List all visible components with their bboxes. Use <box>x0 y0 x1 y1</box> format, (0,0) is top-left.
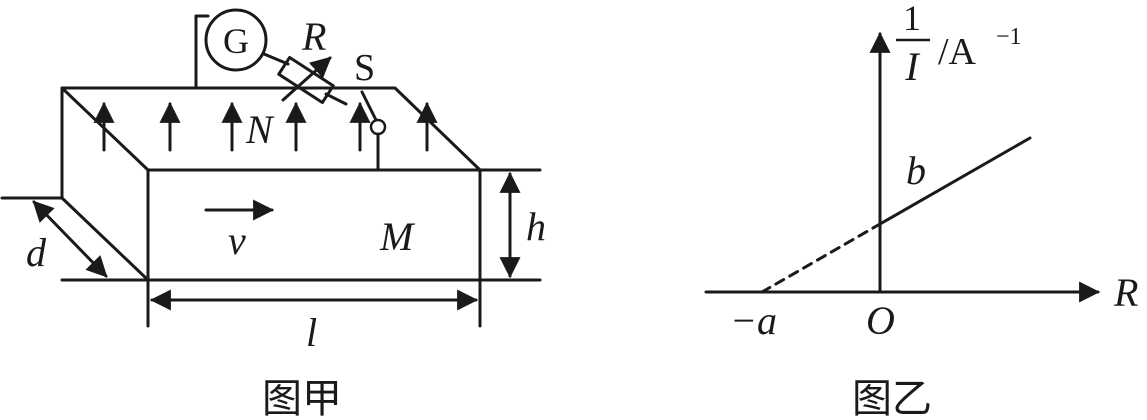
dimension-h-label: h <box>526 204 546 249</box>
y-axis-label-numerator: 1 <box>903 0 921 38</box>
switch-label: S <box>354 47 375 89</box>
caption-left: 图甲 <box>262 376 342 420</box>
figure-left: G R S N v M d h l 图甲 <box>0 8 546 420</box>
bottom-face-label: M <box>379 214 416 259</box>
dimension-d-label: d <box>26 230 47 275</box>
variable-resistor-arrow <box>281 56 332 102</box>
channel-lines <box>0 168 542 282</box>
resistor-label: R <box>301 14 326 59</box>
graph-line-label: b <box>906 148 926 193</box>
graph-line-dashed-extension <box>760 222 882 294</box>
magnetic-field-arrows <box>93 101 438 152</box>
galvanometer-label: G <box>223 21 249 61</box>
dimension-l-label: l <box>306 310 317 355</box>
y-axis-label-denominator: I <box>904 44 920 89</box>
velocity-label: v <box>228 218 246 263</box>
box-bottom-diagonal <box>60 196 150 282</box>
y-axis-label-unit: /A <box>938 31 977 73</box>
switch-blade <box>360 90 378 122</box>
wire-to-galvanometer <box>194 14 210 90</box>
switch-contact <box>369 118 387 136</box>
x-axis-label: R <box>1113 270 1138 315</box>
wire-resistor-to-switch <box>324 92 348 106</box>
wire-g-to-resistor <box>262 52 290 66</box>
intercept-label: −a <box>730 298 777 343</box>
box-top-face <box>60 86 482 172</box>
origin-label: O <box>866 298 895 343</box>
figure-right: 1 I /A −1 b R O −a 图乙 <box>704 0 1138 420</box>
dimension-d-arrow <box>32 200 108 278</box>
galvanometer <box>204 8 268 72</box>
caption-right: 图乙 <box>852 376 932 420</box>
top-face-label: N <box>245 107 275 152</box>
graph-line <box>878 136 1032 226</box>
box-front-face <box>146 168 482 282</box>
y-axis-label-unit-exponent: −1 <box>996 24 1022 50</box>
